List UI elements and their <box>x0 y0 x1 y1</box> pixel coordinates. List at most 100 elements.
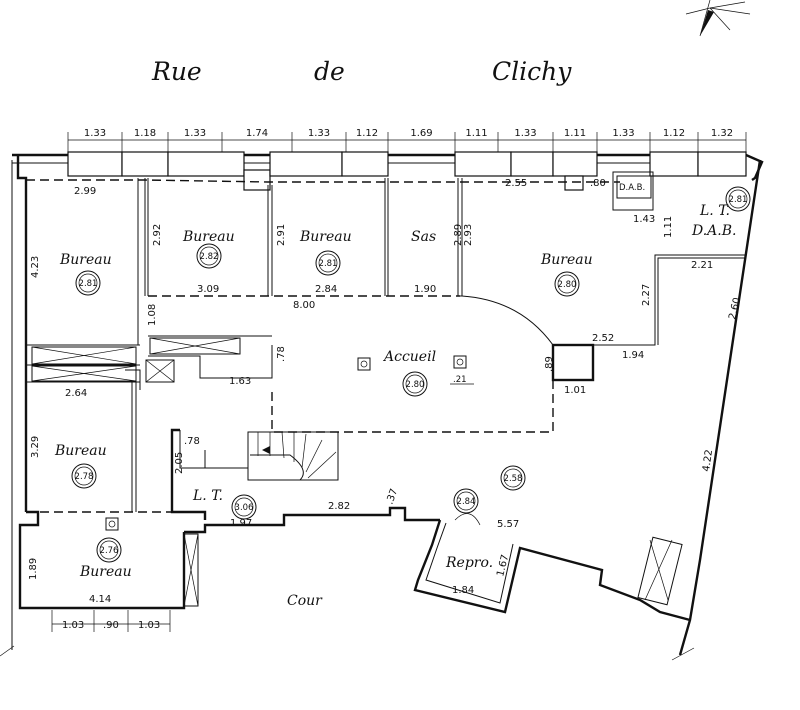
bottom-dimension-chain: 1.03 .90 1.03 <box>51 610 171 632</box>
top-dim-label: 1.32 <box>711 128 733 139</box>
room-dab: D.A.B. <box>619 183 645 193</box>
dim-label: 2.92 <box>152 224 163 246</box>
top-dim-label: 1.11 <box>465 128 487 139</box>
dim-label: 4.23 <box>30 256 41 278</box>
dim-label: 4.14 <box>89 594 111 605</box>
dim-label: 2.89 <box>453 224 464 246</box>
dim-label: 2.52 <box>592 333 614 344</box>
room-lt-dab: L. T. D.A.B. 2.81 <box>691 186 751 239</box>
street-word-2: de <box>314 57 345 86</box>
north-arrow-icon <box>685 0 751 37</box>
room-name: Sas <box>411 229 436 245</box>
dim-label: 1.89 <box>28 558 39 580</box>
dim-label: .37 <box>384 487 400 506</box>
room-name: L. T. <box>699 203 730 219</box>
room-name: Bureau <box>182 229 235 245</box>
room-sas: Sas <box>411 229 436 245</box>
dim-label: 8.00 <box>293 300 315 311</box>
dim-label: 1.84 <box>452 585 474 596</box>
storage-bays <box>31 337 683 607</box>
dim-label: 1.90 <box>414 284 436 295</box>
dim-label: .89 <box>544 356 555 372</box>
bottom-dim-label: .90 <box>103 620 119 631</box>
svg-text:.21: .21 <box>453 375 467 385</box>
ceiling-height: 2.58 <box>504 474 523 484</box>
top-dim-label: 1.74 <box>246 128 268 139</box>
ceiling-height: 2.81 <box>79 279 98 289</box>
ceiling-height: 2.84 <box>457 497 476 507</box>
bottom-dim-label: 1.03 <box>62 620 84 631</box>
door-swing <box>454 513 481 526</box>
ceiling-height: 2.81 <box>319 259 338 269</box>
street-word-1: Rue <box>151 57 202 86</box>
dim-label: 1.94 <box>622 350 644 361</box>
ceiling-height: 2.80 <box>558 280 577 290</box>
room-repro: Repro. <box>445 555 493 571</box>
ceiling-height: 2.81 <box>729 195 748 205</box>
dim-label: 1.43 <box>633 214 655 225</box>
top-dim-label: 1.33 <box>308 128 330 139</box>
room-bureau-2: Bureau 2.82 <box>182 229 235 269</box>
dim-label: 2.93 <box>463 224 474 246</box>
room-name: Repro. <box>445 555 493 571</box>
room-name: Bureau <box>54 443 107 459</box>
dim-label: 2.99 <box>74 186 96 197</box>
ceiling-height: 2.78 <box>75 472 94 482</box>
room-bureau-4: Bureau 2.80 <box>540 252 593 297</box>
room-name-line-2: D.A.B. <box>691 223 736 239</box>
interior-partitions <box>26 171 745 513</box>
dim-label: 2.60 <box>727 296 743 320</box>
court-label: Cour <box>287 593 323 609</box>
top-dim-label: 1.18 <box>134 128 156 139</box>
top-dim-label: 1.12 <box>356 128 378 139</box>
dim-label: 1.67 <box>495 553 511 577</box>
dim-label: 2.64 <box>65 388 87 399</box>
dim-label: 2.82 <box>328 501 350 512</box>
room-bureau-5: Bureau 2.78 <box>54 443 107 489</box>
top-dim-label: 1.11 <box>564 128 586 139</box>
staircase <box>179 430 339 481</box>
ceiling-height: 2.82 <box>200 252 219 262</box>
room-name: D.A.B. <box>619 183 645 193</box>
facade-piers <box>67 151 747 191</box>
room-name: Bureau <box>59 252 112 268</box>
room-name: L. T. <box>192 488 223 504</box>
dim-label: 2.84 <box>315 284 337 295</box>
bottom-dim-label: 1.03 <box>138 620 160 631</box>
top-dim-label: 1.33 <box>514 128 536 139</box>
room-name: Accueil <box>382 349 436 365</box>
dim-label: 1.63 <box>229 376 251 387</box>
ceiling-height: 2.76 <box>100 546 119 556</box>
dim-label: 1.97 <box>230 518 252 529</box>
dim-label: 2.05 <box>174 452 185 474</box>
room-name: Bureau <box>299 229 352 245</box>
room-accueil: Accueil 2.80 .21 <box>357 349 474 397</box>
room-bureau-3: Bureau 2.81 <box>299 229 352 276</box>
top-dim-label: 1.33 <box>84 128 106 139</box>
dim-label: 2.27 <box>641 284 652 306</box>
dim-label: 2.21 <box>691 260 713 271</box>
room-lt-1: L. T. 3.06 <box>192 488 257 520</box>
dim-label: 3.09 <box>197 284 219 295</box>
room-name: Bureau <box>540 252 593 268</box>
dim-label: .78 <box>276 346 287 362</box>
top-dim-label: 1.12 <box>663 128 685 139</box>
dim-label: 1.01 <box>564 385 586 396</box>
top-dim-label: 1.33 <box>612 128 634 139</box>
height-marker: 2.84 <box>453 488 479 514</box>
ceiling-height: 2.80 <box>406 380 425 390</box>
room-name: Bureau <box>79 564 132 580</box>
exterior-walls <box>11 153 764 656</box>
room-bureau-6: 2.76 Bureau <box>79 517 132 580</box>
dim-label: 2.55 <box>505 178 527 189</box>
dim-label: 1.08 <box>147 304 158 326</box>
dim-label: .80 <box>590 178 606 189</box>
top-dim-label: 1.33 <box>184 128 206 139</box>
ceiling-height: 3.06 <box>235 503 254 513</box>
plan-dimensions: 2.99 4.23 2.92 3.09 2.91 2.84 2.89 2.93 … <box>28 178 743 605</box>
dim-label: 3.29 <box>30 436 41 458</box>
dim-label: .78 <box>184 436 200 447</box>
room-bureau-1: Bureau 2.81 <box>59 252 112 296</box>
